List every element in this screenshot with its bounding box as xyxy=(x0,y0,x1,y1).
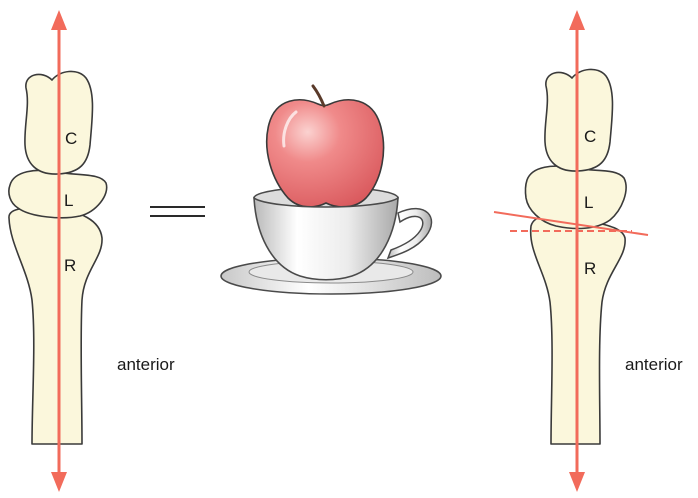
apple-in-teacup-icon xyxy=(221,86,441,294)
left-anterior-label: anterior xyxy=(117,355,175,374)
right-wrist: C L R anterior xyxy=(494,10,683,492)
left-lunate-label: L xyxy=(64,191,73,210)
left-capitate-label: C xyxy=(65,129,77,148)
right-radius-label: R xyxy=(584,259,596,278)
right-capitate-bone xyxy=(545,69,613,171)
right-capitate-label: C xyxy=(584,127,596,146)
left-radius-bone xyxy=(9,208,102,444)
right-anterior-label: anterior xyxy=(625,355,683,374)
left-wrist: C L R anterior xyxy=(9,10,175,492)
right-lunate-label: L xyxy=(584,193,593,212)
apple xyxy=(267,86,384,207)
left-radius-label: R xyxy=(64,256,76,275)
